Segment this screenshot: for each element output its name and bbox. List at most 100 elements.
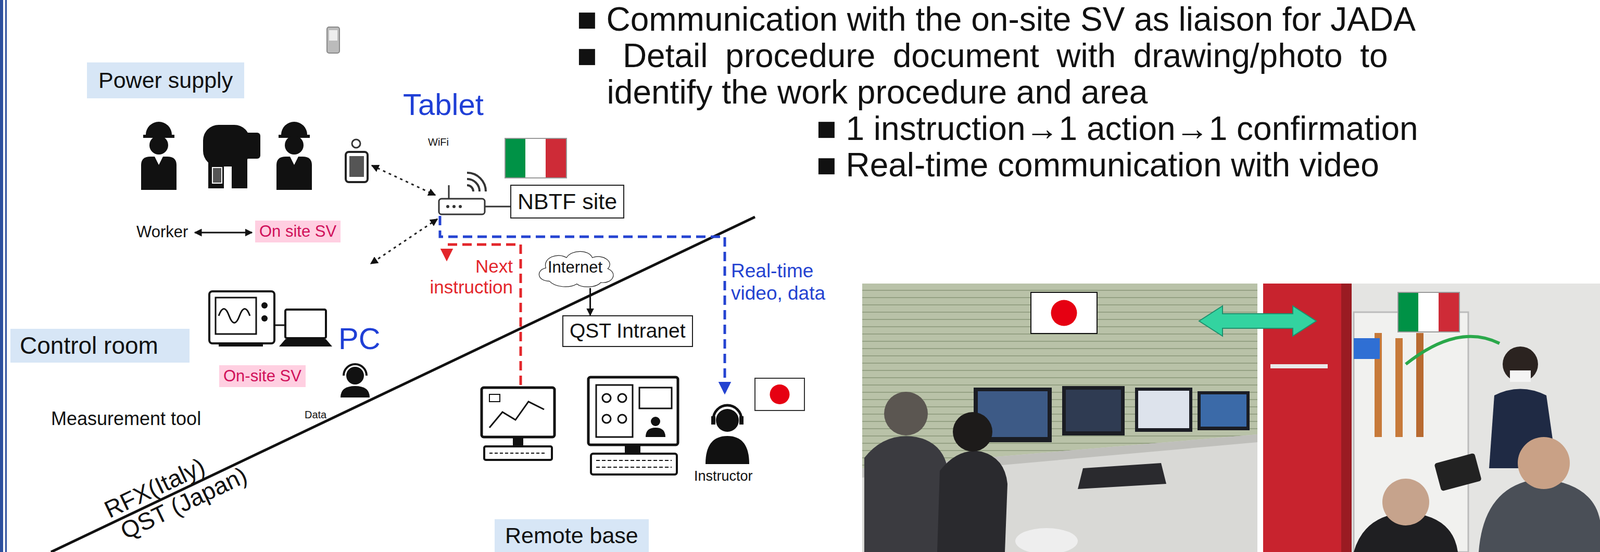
photo-remote-office xyxy=(1030,292,1098,334)
remote-workstation xyxy=(639,387,672,409)
power-supply-icon xyxy=(208,156,224,189)
remote-workstation xyxy=(602,394,611,403)
node-text: Remote base xyxy=(505,523,639,549)
photo-site-work xyxy=(1395,338,1403,438)
phone-icon xyxy=(326,27,340,54)
supervisor-tag: On-site SV xyxy=(219,365,306,388)
phone-icon xyxy=(329,30,338,41)
photo-remote-office xyxy=(1197,391,1250,431)
photo-site-work xyxy=(1341,283,1352,552)
photo-site-work xyxy=(1263,283,1600,552)
italy-flag xyxy=(525,138,547,179)
site-divider xyxy=(51,217,755,552)
photo-site-work xyxy=(1397,292,1419,333)
remote-workstation xyxy=(602,414,611,424)
link-double-arrow xyxy=(1199,306,1317,337)
remote-workstation xyxy=(588,377,678,475)
video-data-flow xyxy=(439,216,725,394)
power-supply-icon xyxy=(203,124,261,189)
flow-label: Real-time video, data xyxy=(731,260,851,305)
remote-pc xyxy=(489,452,547,455)
photo-remote-office xyxy=(1015,528,1078,552)
photo-remote-office xyxy=(1077,463,1167,490)
page-border xyxy=(0,0,7,552)
oscilloscope-icon xyxy=(209,291,286,347)
instructor-icon xyxy=(711,416,716,425)
oscilloscope-icon xyxy=(261,302,268,309)
remote-pc xyxy=(512,437,524,446)
italy-flag xyxy=(505,138,526,179)
remote-pc xyxy=(481,387,555,461)
worker-icon xyxy=(290,156,299,166)
page-border xyxy=(5,0,7,552)
bullet-point: ■ Real-time communication with video xyxy=(816,146,1380,184)
remote-pc xyxy=(489,394,500,402)
photo-site-work xyxy=(1502,346,1539,383)
photo-remote-office xyxy=(1065,389,1121,432)
worker-icon xyxy=(141,121,177,191)
network-label: WiFi xyxy=(427,136,449,149)
wifi-router xyxy=(484,206,511,208)
node-text: QST Intranet xyxy=(569,319,686,344)
photo-site-work xyxy=(1517,437,1570,490)
japan-flag xyxy=(770,384,790,405)
remote-pc xyxy=(484,446,552,461)
tablet-icon xyxy=(349,156,364,178)
double-arrow xyxy=(194,232,253,234)
device-label: PC xyxy=(338,321,381,357)
role-label: Worker xyxy=(136,222,188,242)
video-data-flow xyxy=(439,216,725,394)
remote-workstation xyxy=(650,417,661,427)
italy-flag xyxy=(505,138,567,179)
photo-site-work xyxy=(1353,312,1469,552)
worker-icon xyxy=(149,135,169,155)
oscilloscope-icon xyxy=(274,324,286,327)
bullet-point: ■ 1 instruction→1 action→1 confirmation xyxy=(816,110,1419,147)
italy-flag xyxy=(505,138,567,179)
wireless-link xyxy=(370,219,438,264)
laptop-icon xyxy=(279,309,333,347)
japan-flag xyxy=(754,378,805,411)
remote-workstation xyxy=(588,377,678,446)
bullet-point: ■ Communication with the on-site SV as l… xyxy=(576,1,1416,38)
remote-workstation xyxy=(596,467,672,469)
power-supply-icon xyxy=(231,156,248,189)
worker-icon xyxy=(278,121,310,138)
tablet-icon xyxy=(345,139,368,183)
photo-remote-office xyxy=(884,392,928,436)
remote-workstation xyxy=(596,385,633,438)
wifi-router xyxy=(467,172,486,192)
device-label: Tablet xyxy=(402,87,484,123)
instructor-icon xyxy=(713,405,742,420)
photo-site-work xyxy=(1382,479,1430,526)
wifi-router xyxy=(448,185,450,199)
remote-pc xyxy=(481,387,555,438)
photo-site-work xyxy=(1270,364,1328,369)
wireless-link xyxy=(370,165,438,264)
region-label-box: Power supply xyxy=(86,62,245,99)
worker-icon xyxy=(276,156,312,191)
photo-site-work xyxy=(1353,338,1380,360)
operator-icon xyxy=(343,364,367,376)
worker-icon xyxy=(143,121,175,138)
internet-cloud: Internet xyxy=(532,246,619,289)
photo-remote-office xyxy=(952,412,993,452)
remote-workstation xyxy=(590,454,677,475)
role-label: Instructor xyxy=(694,468,753,485)
power-supply-icon xyxy=(244,132,261,159)
remote-pc xyxy=(489,401,545,428)
photo-site-work xyxy=(1478,479,1600,552)
photo-site-work xyxy=(1263,283,1600,552)
wifi-router xyxy=(452,205,456,209)
oscilloscope-icon xyxy=(218,309,250,324)
node-text: Control room xyxy=(19,332,159,360)
bullet-point: ■ Detail procedure document with drawing… xyxy=(576,37,1389,111)
laptop-icon xyxy=(285,309,326,339)
worker-icon xyxy=(276,121,312,191)
instructor-icon xyxy=(739,416,744,425)
worker-icon xyxy=(154,156,163,166)
remote-workstation xyxy=(618,414,627,424)
photo-site-work xyxy=(1416,333,1424,438)
wifi-router xyxy=(446,205,450,209)
